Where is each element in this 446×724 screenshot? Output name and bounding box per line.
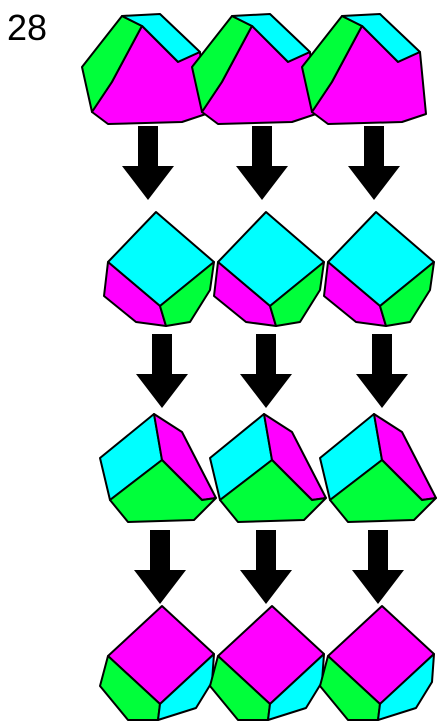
down-arrow-icon xyxy=(136,334,188,408)
cube-row-2-3 xyxy=(323,211,435,327)
cube-face-green xyxy=(209,655,271,721)
cube-row-3-3 xyxy=(319,413,437,523)
down-arrow-icon xyxy=(356,334,408,408)
cube-row-4-2 xyxy=(209,605,325,721)
cube-face-cyan xyxy=(157,653,215,721)
down-arrow-icon xyxy=(352,530,404,604)
down-arrow-icon xyxy=(240,530,292,604)
cube-row-4-1 xyxy=(99,605,215,721)
cube-row-1-3 xyxy=(301,13,427,125)
cube-row-1-2 xyxy=(191,13,317,125)
cube-row-3-1 xyxy=(99,413,217,523)
cube-face-magenta xyxy=(311,25,427,125)
down-arrow-icon xyxy=(236,126,288,200)
cube-face-green xyxy=(159,261,215,327)
cube-face-magenta xyxy=(103,261,167,327)
cube-face-green xyxy=(219,459,327,523)
down-arrow-icon xyxy=(134,530,186,604)
cube-face-green xyxy=(329,459,437,523)
cube-row-4-3 xyxy=(319,605,435,721)
down-arrow-icon xyxy=(240,334,292,408)
cube-face-cyan xyxy=(267,653,325,721)
cube-row-3-2 xyxy=(209,413,327,523)
cube-row-2-2 xyxy=(213,211,325,327)
cube-face-cyan xyxy=(377,653,435,721)
cube-row-1-1 xyxy=(81,13,207,125)
cube-face-green xyxy=(99,655,161,721)
cube-face-magenta xyxy=(323,261,387,327)
cube-face-green xyxy=(109,459,217,523)
cube-face-green xyxy=(319,655,381,721)
cube-face-green xyxy=(379,261,435,327)
cube-face-magenta xyxy=(213,261,277,327)
down-arrow-icon xyxy=(122,126,174,200)
figure-number: 28 xyxy=(7,7,48,48)
cube-row-2-1 xyxy=(103,211,215,327)
cube-face-green xyxy=(269,261,325,327)
down-arrow-icon xyxy=(348,126,400,200)
